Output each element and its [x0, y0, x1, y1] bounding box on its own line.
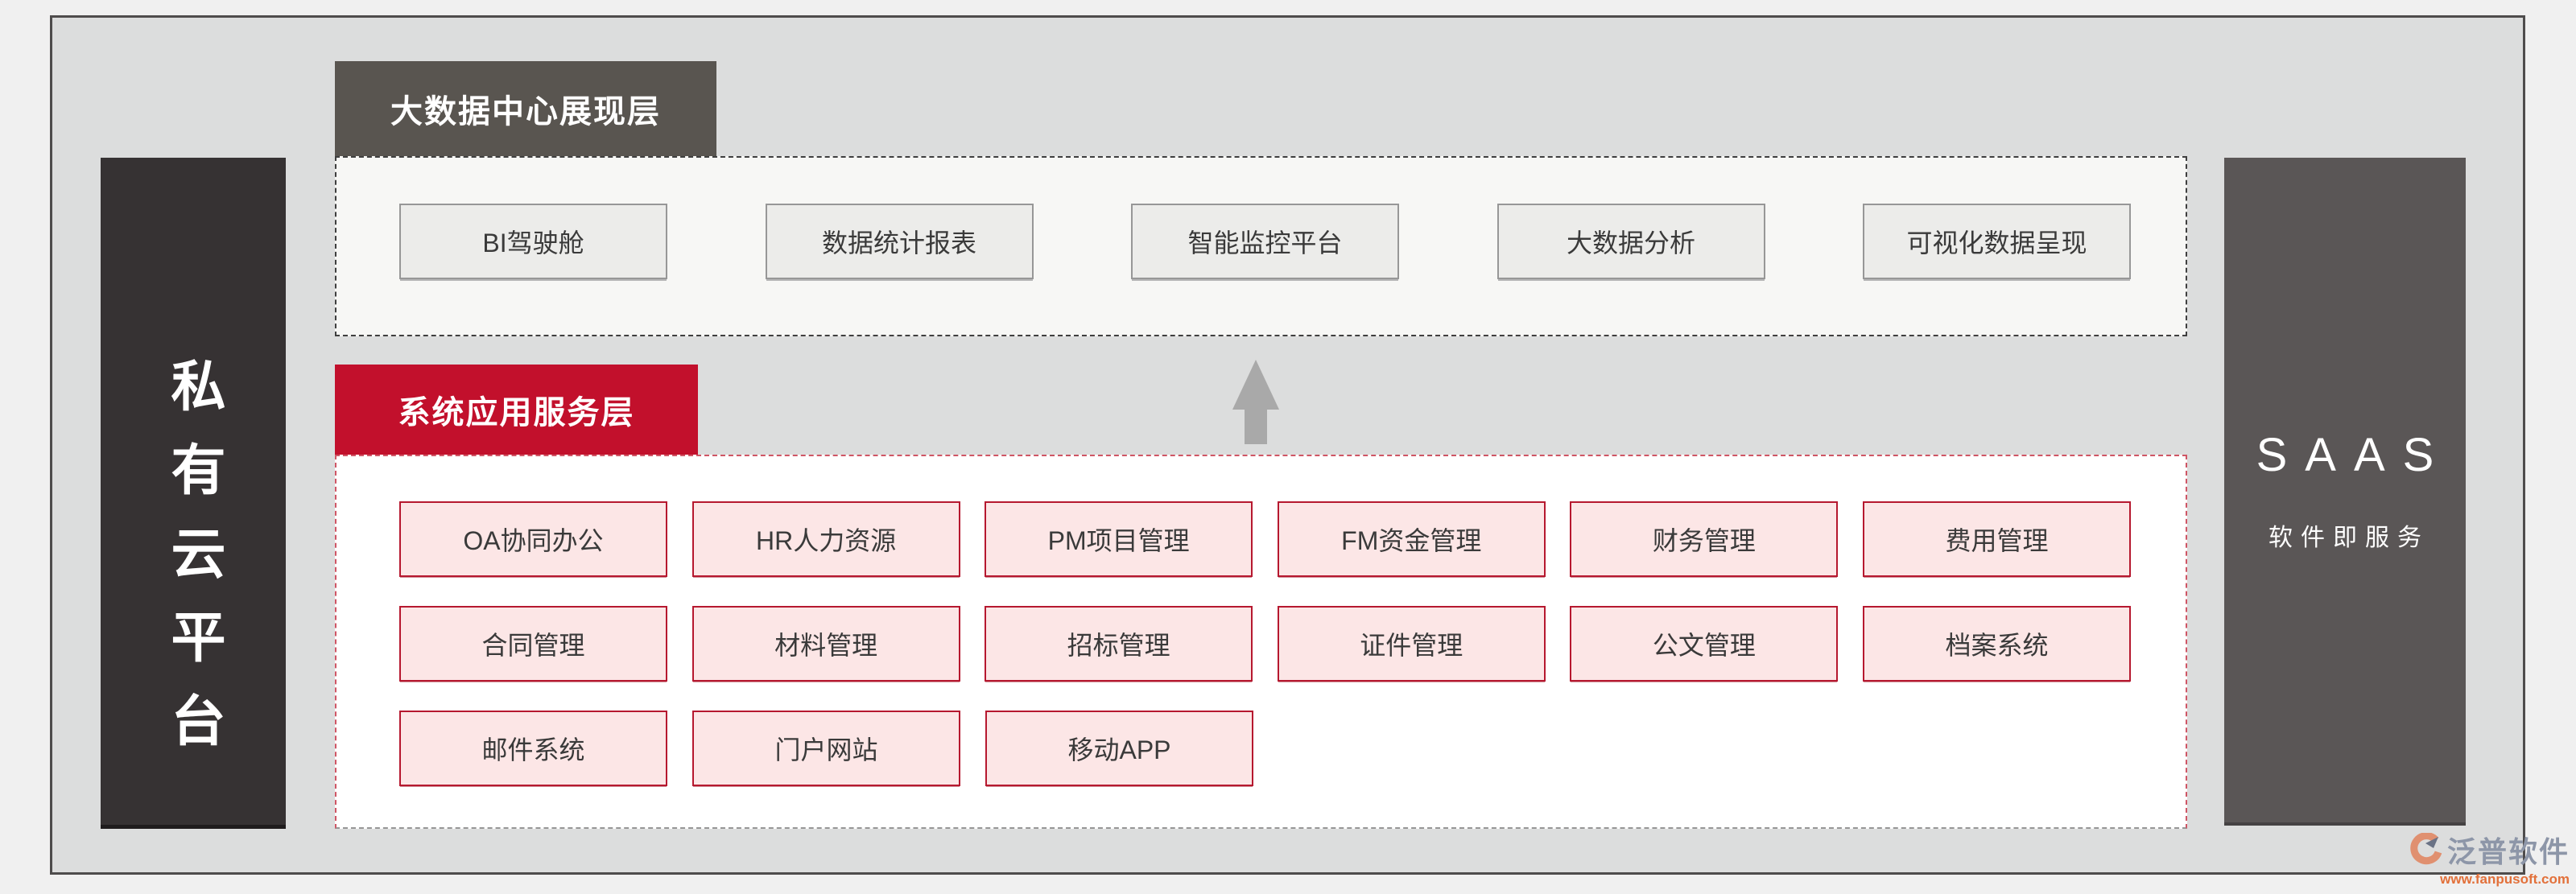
fanpu-watermark: 泛普软件 www.fanpusoft.com [2409, 829, 2570, 888]
saas-subtitle: 软件即服务 [2268, 524, 2429, 551]
service-module-box: OA协同办公 [399, 501, 667, 577]
service-module-box: HR人力资源 [691, 501, 960, 577]
private-cloud-label: 私有云平台 [163, 357, 224, 776]
service-module-box: 邮件系统 [399, 711, 667, 786]
display-layer-panel: BI驾驶舱 数据统计报表 智能监控平台 大数据分析 可视化数据呈现 [335, 156, 2187, 336]
up-arrow-head [1232, 360, 1279, 410]
up-arrow-icon [1232, 360, 1279, 444]
service-module-box: 门户网站 [692, 711, 960, 786]
service-module-box: 材料管理 [691, 606, 960, 682]
service-module-box: 合同管理 [399, 606, 667, 682]
service-layer-header: 系统应用服务层 [335, 365, 698, 455]
display-layer-row: BI驾驶舱 数据统计报表 智能监控平台 大数据分析 可视化数据呈现 [399, 204, 2131, 279]
fanpu-brand-text: 泛普软件 [2446, 835, 2570, 868]
service-layer-row-3: 邮件系统 门户网站 移动APP [399, 711, 2131, 786]
service-layer-header-label: 系统应用服务层 [398, 395, 635, 431]
fanpu-logo-icon [2410, 833, 2442, 865]
up-arrow-shaft [1245, 410, 1267, 444]
saas-pillar: SAAS 软件即服务 [2224, 158, 2466, 826]
display-layer-header-label: 大数据中心展现层 [390, 94, 661, 130]
service-layer-row-1: OA协同办公 HR人力资源 PM项目管理 FM资金管理 财务管理 费用管理 [399, 501, 2131, 577]
service-module-box: 公文管理 [1570, 606, 1839, 682]
service-module-box: 费用管理 [1862, 501, 2131, 577]
display-module-box: 数据统计报表 [765, 204, 1034, 279]
display-module-box: BI驾驶舱 [399, 204, 667, 279]
service-module-box: 移动APP [985, 711, 1253, 786]
service-layer-panel: OA协同办公 HR人力资源 PM项目管理 FM资金管理 财务管理 费用管理 合同… [335, 455, 2187, 829]
service-layer-row-2: 合同管理 材料管理 招标管理 证件管理 公文管理 档案系统 [399, 606, 2131, 682]
service-module-box: 证件管理 [1277, 606, 1546, 682]
saas-title: SAAS [2256, 428, 2452, 481]
display-module-box: 智能监控平台 [1131, 204, 1399, 279]
service-module-box: PM项目管理 [985, 501, 1253, 577]
service-module-box: 档案系统 [1862, 606, 2131, 682]
fanpu-watermark-row: 泛普软件 [2409, 829, 2570, 871]
fanpu-url-text: www.fanpusoft.com [2440, 871, 2570, 887]
service-module-box: 财务管理 [1570, 501, 1839, 577]
display-module-box: 大数据分析 [1496, 204, 1765, 279]
private-cloud-pillar: 私有云平台 [101, 158, 286, 829]
service-module-box: FM资金管理 [1277, 501, 1546, 577]
display-module-box: 可视化数据呈现 [1863, 204, 2131, 279]
service-module-box: 招标管理 [985, 606, 1253, 682]
display-layer-header: 大数据中心展现层 [335, 61, 716, 156]
